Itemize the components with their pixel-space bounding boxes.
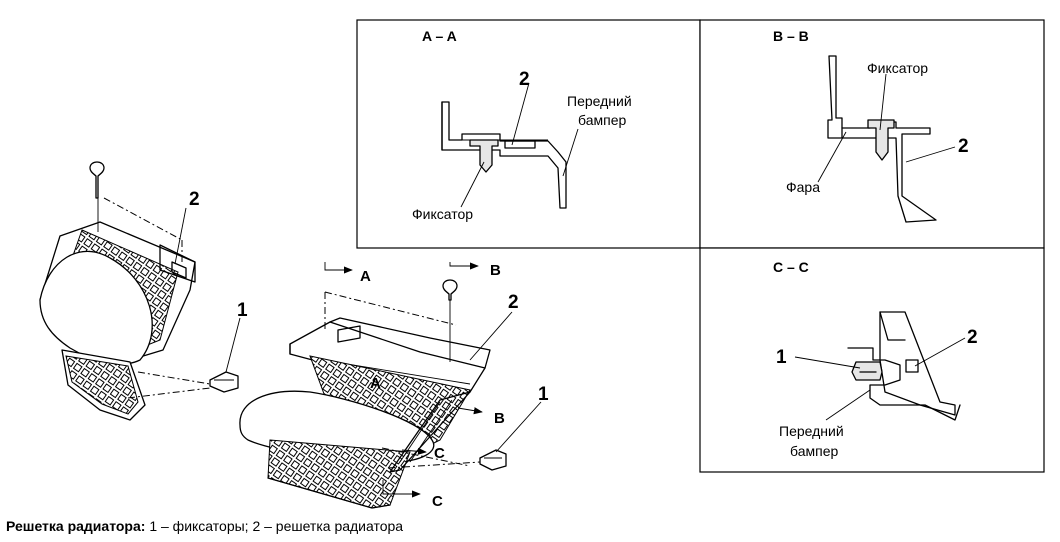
right-part-callout-1: 1: [538, 384, 549, 405]
detail-cc-title: C – C: [773, 259, 809, 275]
detail-cc-bumper-line2: бампер: [790, 443, 838, 459]
detail-cc-callout-2: 2: [967, 327, 978, 348]
detail-aa-panel: [356, 19, 701, 249]
detail-aa-clip-label: Фиксатор: [412, 206, 473, 222]
left-part-callout-2: 2: [189, 189, 200, 210]
detail-bb-headlight-label: Фара: [786, 179, 820, 195]
section-a-inner-marker: A: [370, 375, 381, 392]
section-c-bottom-marker: C: [432, 493, 443, 510]
detail-aa-profile: [441, 82, 579, 209]
detail-bb-title: B – B: [773, 28, 809, 44]
detail-aa-callout-2: 2: [519, 69, 530, 90]
left-part-callout-1: 1: [237, 300, 248, 321]
right-part-callout-2: 2: [508, 292, 519, 313]
detail-cc-profile: [794, 311, 966, 421]
detail-aa-title: A – A: [422, 28, 457, 44]
detail-aa-bumper-line1: Передний: [567, 93, 632, 109]
detail-aa-bumper-line2: бампер: [578, 112, 626, 128]
detail-bb-panel: [699, 19, 1045, 249]
section-b-top-marker: B: [490, 262, 501, 279]
right-grille-part: 1 2 A A B B C C: [239, 262, 549, 510]
detail-bb-callout-2: 2: [958, 136, 969, 157]
section-a-marker: A: [360, 268, 371, 285]
detail-bb-clip-label: Фиксатор: [867, 60, 928, 76]
detail-aa: A – A 2 Передний бампер Фиксатор: [412, 28, 632, 222]
section-c-top-marker: C: [434, 445, 445, 462]
left-grille-part: 2 1: [39, 161, 248, 421]
caption-text: 1 – фиксаторы; 2 – решетка радиатора: [145, 518, 404, 534]
detail-bb-profile: [817, 55, 956, 223]
section-b-bottom-marker: B: [494, 410, 505, 427]
figure-caption: Решетка радиатора: 1 – фиксаторы; 2 – ре…: [6, 518, 403, 534]
detail-cc-panel: [699, 247, 1045, 473]
detail-cc: C – C 1 2 Передний бампер: [773, 259, 978, 459]
detail-cc-callout-1: 1: [776, 347, 787, 368]
detail-cc-bumper-line1: Передний: [779, 423, 844, 439]
detail-bb: B – B Фиксатор Фара 2: [773, 28, 969, 223]
caption-title: Решетка радиатора:: [6, 518, 146, 534]
